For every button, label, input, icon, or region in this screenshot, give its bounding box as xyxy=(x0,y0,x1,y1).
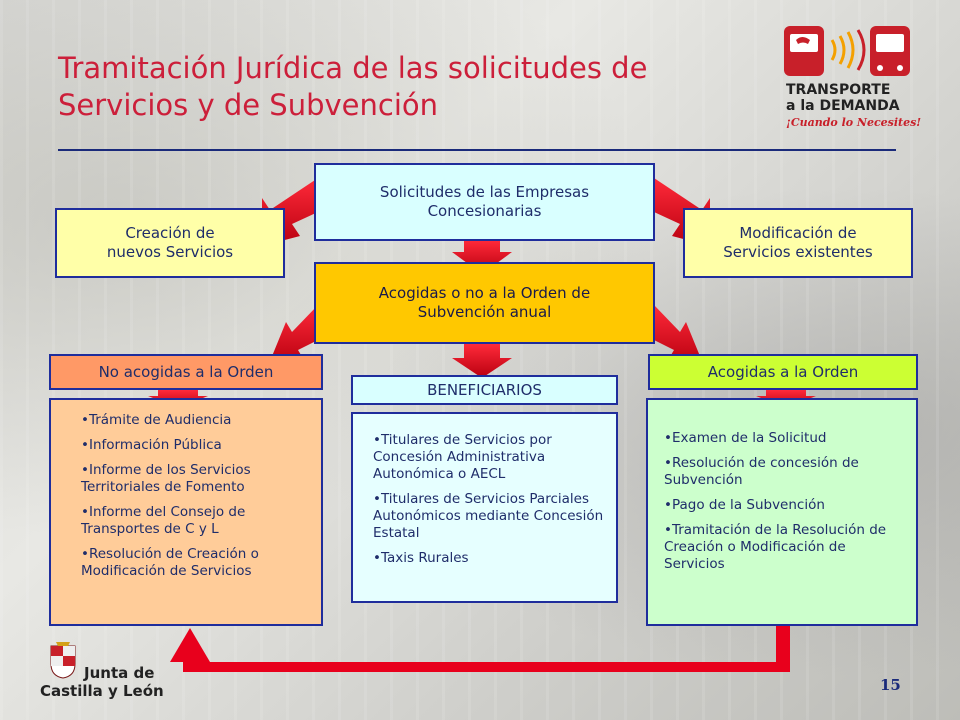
modificacion-line-2: Servicios existentes xyxy=(723,243,873,261)
list-item: Información Pública xyxy=(81,437,311,454)
beneficiarios-label: BENEFICIARIOS xyxy=(427,380,542,399)
list-item: Resolución de Creación o Modificación de… xyxy=(81,546,311,580)
header-beneficiarios: BENEFICIARIOS xyxy=(351,375,618,405)
page-number: 15 xyxy=(880,676,901,694)
list-beneficiarios: Titulares de Servicios por Concesión Adm… xyxy=(351,412,618,603)
arrow-to-no-acogidas xyxy=(268,305,318,366)
transporte-demanda-logo: TRANSPORTE a la DEMANDA ¡Cuando lo Neces… xyxy=(770,24,921,134)
logo-line-1: TRANSPORTE xyxy=(786,82,891,98)
creacion-line-2: nuevos Servicios xyxy=(106,243,234,261)
acogidas-label: Acogidas a la Orden xyxy=(707,362,859,381)
solicitudes-line-2: Concesionarias xyxy=(427,202,542,220)
acogidas-question-line-1: Acogidas o no a la Orden de xyxy=(378,284,591,302)
arrow-return-loop xyxy=(190,626,790,672)
list-item: Informe del Consejo de Transportes de C … xyxy=(81,504,311,538)
box-creacion: Creación de nuevos Servicios xyxy=(55,208,285,278)
acogidas-question-line-2: Subvención anual xyxy=(417,303,552,321)
logo-line-2: a la DEMANDA xyxy=(786,98,900,114)
creacion-line-1: Creación de xyxy=(125,224,215,242)
modificacion-line-1: Modificación de xyxy=(739,224,857,242)
no-acogidas-label: No acogidas a la Orden xyxy=(98,362,274,381)
box-solicitudes: Solicitudes de las Empresas Concesionari… xyxy=(314,163,655,241)
list-item: Taxis Rurales xyxy=(373,550,606,567)
title-line-1: Tramitación Jurídica de las solicitudes … xyxy=(58,51,648,85)
title-divider xyxy=(58,149,896,151)
jcyl-line-1: Junta de xyxy=(84,664,155,682)
list-item: Tramitación de la Resolución de Creación… xyxy=(664,522,906,573)
solicitudes-line-1: Solicitudes de las Empresas xyxy=(379,183,590,201)
header-no-acogidas: No acogidas a la Orden xyxy=(49,354,323,390)
list-item: Examen de la Solicitud xyxy=(664,430,906,447)
coat-of-arms-icon xyxy=(50,642,76,679)
list-item: Informe de los Servicios Territoriales d… xyxy=(81,462,311,496)
box-acogidas-question: Acogidas o no a la Orden de Subvención a… xyxy=(314,262,655,344)
bus-phone-icon xyxy=(784,26,910,76)
title-line-2: Servicios y de Subvención xyxy=(58,88,439,122)
header-acogidas: Acogidas a la Orden xyxy=(648,354,918,390)
list-item: Resolución de concesión de Subvención xyxy=(664,455,906,489)
junta-castilla-leon-logo: Junta de Castilla y León xyxy=(40,640,180,710)
logo-tagline: ¡Cuando lo Necesites! xyxy=(786,116,922,129)
list-no-acogidas: Trámite de Audiencia Información Pública… xyxy=(49,398,323,626)
jcyl-line-2: Castilla y León xyxy=(40,682,164,700)
list-item: Titulares de Servicios Parciales Autonóm… xyxy=(373,491,606,542)
arrow-to-acogidas-question xyxy=(452,240,512,274)
arrow-to-acogidas xyxy=(654,305,704,366)
list-item: Titulares de Servicios por Concesión Adm… xyxy=(373,432,606,483)
list-acogidas: Examen de la Solicitud Resolución de con… xyxy=(646,398,918,626)
list-item: Pago de la Subvención xyxy=(664,497,906,514)
arrow-to-beneficiarios xyxy=(452,344,512,378)
slide-title: Tramitación Jurídica de las solicitudes … xyxy=(58,50,758,124)
list-item: Trámite de Audiencia xyxy=(81,412,311,429)
box-modificacion: Modificación de Servicios existentes xyxy=(683,208,913,278)
